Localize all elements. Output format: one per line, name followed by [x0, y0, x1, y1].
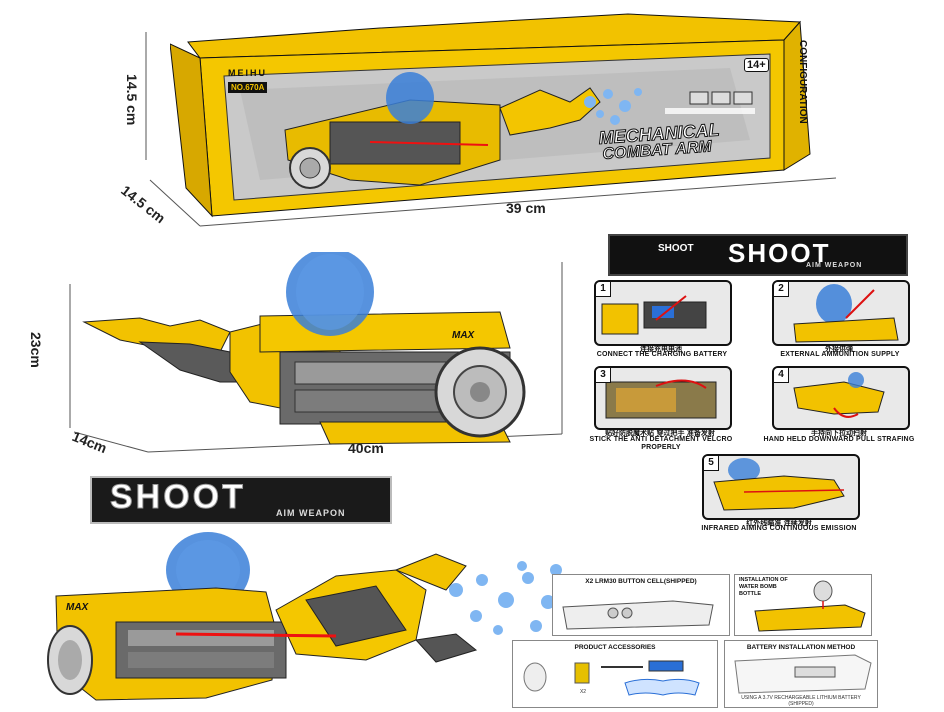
step-1-cn: 连接充电电池 — [640, 345, 682, 353]
button-cell-title: X2 LRM30 BUTTON CELL(SHIPPED) — [585, 578, 697, 585]
step-4-caption: HAND HELD DOWNWARD PULL STRAFING — [763, 436, 915, 443]
step-2-panel: 2 — [772, 280, 910, 346]
box-model: NO.670A — [228, 82, 268, 93]
packaging-box — [170, 13, 811, 218]
shoot-big-text: SHOOT — [728, 238, 831, 268]
product-accessories-illustration — [523, 660, 700, 696]
box-brand: MEIHU — [228, 68, 267, 78]
step-1-illustration — [601, 295, 707, 335]
step-2-number: 2 — [774, 282, 789, 297]
battery-method-panel: BATTERY INSTALLATION METHOD USING A 3.7V… — [724, 640, 878, 708]
step-5-caption: INFRARED AIMING CONTINUOUS EMISSION — [701, 525, 857, 532]
box-height-label: 14.5 cm — [124, 74, 140, 126]
water-bottle-panel: INSTALLATION OF WATER BOMB BOTTLE — [734, 574, 872, 636]
button-cell-illustration — [562, 600, 714, 630]
shoot-small-text: SHOOT — [658, 243, 694, 254]
product-section: 23cm 14cm 40cm MAX — [0, 232, 580, 472]
step-5-illustration — [713, 458, 845, 511]
step-4-panel: 4 — [772, 366, 910, 430]
battery-method-title: BATTERY INSTALLATION METHOD — [746, 644, 856, 651]
step-2-illustration — [793, 284, 899, 343]
step-3-cn: 贴好防脱魔术贴 穿过把手 准备发射 — [605, 429, 715, 437]
step-3-illustration — [605, 379, 717, 419]
button-cell-panel: X2 LRM30 BUTTON CELL(SHIPPED) — [552, 574, 730, 636]
step-2-caption: EXTERNAL AMMUNITION SUPPLY — [780, 351, 900, 358]
shoot-banner-right: SHOOT SHOOT AIM WEAPON — [608, 234, 908, 276]
accessory-qty: X2 — [579, 689, 587, 695]
step-1-number: 1 — [596, 282, 611, 297]
box-dimension-lines — [145, 32, 837, 227]
box-length-label: 39 cm — [506, 200, 546, 216]
water-bottle-title: INSTALLATION OF WATER BOMB BOTTLE — [739, 577, 788, 597]
battery-method-note: USING A 3.7V RECHARGEABLE LITHIUM BATTER… — [741, 695, 861, 707]
firing-max-badge: MAX — [66, 602, 89, 613]
step-5-number: 5 — [704, 456, 719, 471]
step-4-number: 4 — [774, 368, 789, 383]
product-accessories-panel: PRODUCT ACCESSORIES X2 — [512, 640, 718, 708]
step-2-cn: 外接供弹 — [825, 345, 853, 353]
step-4-illustration — [793, 372, 885, 418]
box-side-text: CONFIGURATION — [797, 40, 808, 124]
step-4-cn: 手持向下拉动扫射 — [811, 429, 867, 437]
step-1-panel: 1 — [594, 280, 732, 346]
shoot-left-big: SHOOT — [110, 478, 246, 517]
box-section: 14.5 cm 14.5 cm 39 cm MEIHU NO.67 — [0, 0, 944, 232]
shoot-left-sub: AIM WEAPON — [276, 508, 346, 518]
step-1-caption: CONNECT THE CHARGING BATTERY — [596, 351, 728, 358]
battery-method-illustration — [734, 654, 872, 694]
combat-arm-product — [82, 252, 526, 445]
product-height-label: 23cm — [28, 332, 44, 368]
step-3-caption: STICK THE ANTI DETACHMENT VELCRO PROPERL… — [589, 436, 733, 451]
product-accessories-title: PRODUCT ACCESSORIES — [574, 644, 656, 651]
step-3-number: 3 — [596, 368, 611, 383]
product-max-badge: MAX — [452, 330, 475, 341]
shoot-banner-left: SHOOT AIM WEAPON — [90, 476, 392, 524]
step-5-cn: 红外线瞄准 连续发射 — [746, 519, 812, 527]
step-5-panel: 5 — [702, 454, 860, 520]
age-badge: 14+ — [744, 58, 769, 72]
water-bottle-illustration — [754, 580, 866, 632]
aim-weapon-sub: AIM WEAPON — [806, 262, 863, 269]
step-3-panel: 3 — [594, 366, 732, 430]
